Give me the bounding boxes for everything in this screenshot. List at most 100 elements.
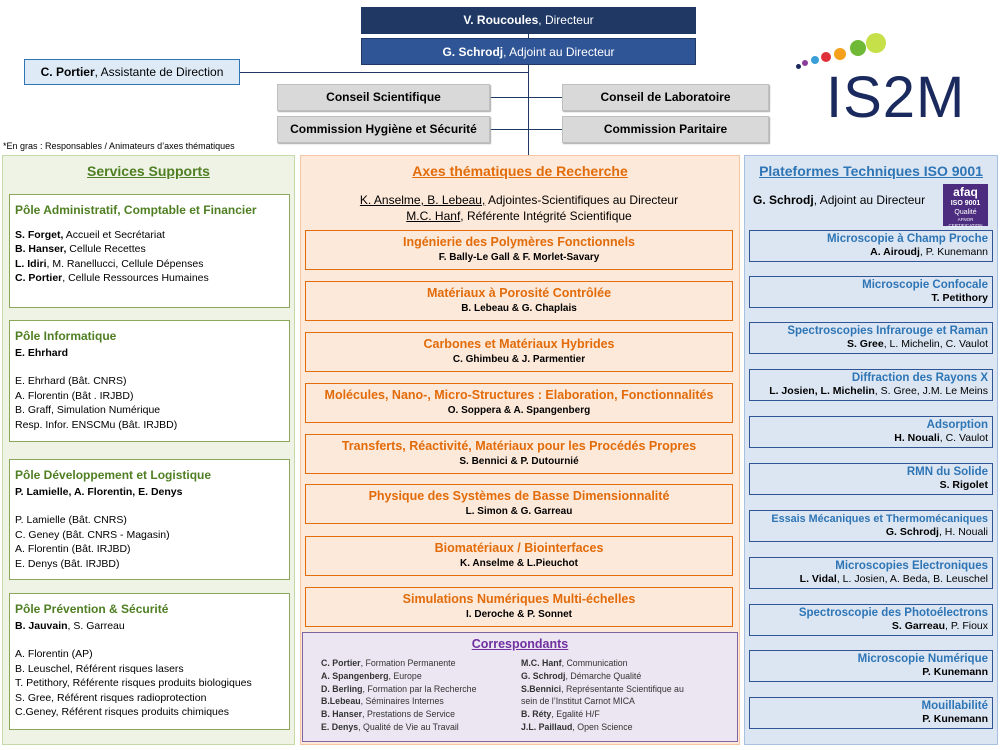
platform-box: Microscopies Electroniques L. Vidal, L. … <box>749 557 993 589</box>
logo-dot <box>850 40 866 56</box>
platform-box: Mouillabilité P. Kunemann <box>749 697 993 729</box>
platform-title: Spectroscopies Infrarouge et Raman <box>787 325 988 337</box>
connector-councils-bottom <box>490 129 562 130</box>
correspondants-title: Correspondants <box>471 637 569 651</box>
council-scientific: Conseil Scientifique <box>277 84 490 111</box>
axe-names: S. Bennici & P. Dutournié <box>459 456 579 467</box>
platform-names: G. Schrodj, H. Nouali <box>885 526 988 538</box>
axe-box: Ingénierie des Polymères Fonctionnels F.… <box>305 230 733 270</box>
afaq-iso-badge: afaq ISO 9001 Qualité AFNOR CERTIFICATIO… <box>943 184 988 228</box>
platform-title: Spectroscopie des Photoélectrons <box>798 607 988 619</box>
pole-member: B. Hanser, Cellule Recettes <box>15 243 146 255</box>
axe-box: Molécules, Nano-, Micro-Structures : Ela… <box>305 383 733 423</box>
platform-title: Microscopie Confocale <box>862 279 988 291</box>
correspondant-item: J.L. Paillaud, Open Science <box>521 721 633 732</box>
platform-box: Microscopie à Champ Proche A. Airoudj, P… <box>749 230 993 262</box>
platform-box: Diffraction des Rayons X L. Josien, L. M… <box>749 369 993 401</box>
pole-member: A. Florentin (AP) <box>15 648 93 660</box>
axe-title: Physique des Systèmes de Basse Dimension… <box>368 489 670 503</box>
platform-names: P. Kunemann <box>922 713 988 725</box>
platform-names: L. Vidal, L. Josien, A. Beda, B. Leusche… <box>799 573 988 585</box>
services-supports-title: Services Supports <box>87 163 210 179</box>
platform-box: Adsorption H. Nouali, C. Vaulot <box>749 416 993 448</box>
platform-names: S. Garreau, P. Fioux <box>891 620 988 632</box>
logo-text: IS2M <box>826 65 966 130</box>
logo <box>790 28 980 128</box>
connector-vertical <box>528 34 529 156</box>
scientific-deputies: K. Anselme, B. Lebeau, Adjointes-Scienti… <box>359 193 679 223</box>
logo-dot <box>866 33 886 53</box>
pole-member: Resp. Infor. ENSCMu (Bât. IRJBD) <box>15 418 178 431</box>
director-role: , Directeur <box>538 13 594 27</box>
axe-names: C. Ghimbeu & J. Parmentier <box>452 354 586 365</box>
axes-title: Axes thématiques de Recherche <box>412 163 628 179</box>
platform-names: P. Kunemann <box>922 666 988 678</box>
axe-box: Matériaux à Porosité Contrôlée B. Lebeau… <box>305 281 733 321</box>
platform-title: Mouillabilité <box>921 700 988 712</box>
axe-title: Carbones et Matériaux Hybrides <box>423 337 615 351</box>
platform-names: A. Airoudj, P. Kunemann <box>870 246 988 258</box>
correspondants-box: Correspondants C. Portier, Formation Per… <box>302 632 738 742</box>
pole-title: Pôle Administratif, Comptable et Financi… <box>15 203 257 217</box>
pole-lead: P. Lamielle, A. Florentin, E. Denys <box>15 485 183 498</box>
axe-names: O. Soppera & A. Spangenberg <box>447 405 591 416</box>
axe-title: Molécules, Nano-, Micro-Structures : Ela… <box>324 388 714 402</box>
pole-member: S. Forget, Accueil et Secrétariat <box>15 228 165 241</box>
plateformes-title: Plateformes Techniques ISO 9001 <box>759 163 983 179</box>
platform-box: Microscopie Confocale T. Petithory <box>749 276 993 308</box>
pole-member: A. Florentin (Bât . IRJBD) <box>15 389 134 402</box>
platform-names: L. Josien, L. Michelin, S. Gree, J.M. Le… <box>769 385 988 397</box>
pole-member: T. Petithory, Référente risques produits… <box>15 677 252 689</box>
platform-names: S. Rigolet <box>939 479 988 491</box>
axe-box: Simulations Numériques Multi-échelles I.… <box>305 587 733 627</box>
platform-title: Microscopies Electroniques <box>835 560 988 572</box>
platform-title: Microscopie Numérique <box>857 653 988 665</box>
director-name: V. Roucoules <box>463 13 539 27</box>
correspondants-left: C. Portier, Formation Permanente A. Span… <box>321 657 476 734</box>
deputy-director-box: G. Schrodj, Adjoint au Directeur <box>361 38 696 65</box>
pole-member: B. Leuschel, Référent risques lasers <box>15 662 184 675</box>
correspondant-item: S.Bennici, Représentante Scientifique au <box>521 683 684 694</box>
logo-dot <box>802 60 808 66</box>
pole-member: A. Florentin (Bât. IRJBD) <box>15 543 131 555</box>
platform-box: Spectroscopie des Photoélectrons S. Garr… <box>749 604 993 636</box>
assistant-role: , Assistante de Direction <box>94 65 224 79</box>
pole-title: Pôle Informatique <box>15 329 117 343</box>
pole-member: E. Denys (Bât. IRJBD) <box>15 557 120 570</box>
pole-prevention-securite: Pôle Prévention & Sécurité B. Jauvain, S… <box>9 593 290 730</box>
axe-title: Simulations Numériques Multi-échelles <box>402 592 636 606</box>
platform-title: RMN du Solide <box>906 466 988 478</box>
correspondant-item: D. Berling, Formation par la Recherche <box>321 683 477 694</box>
pole-title: Pôle Prévention & Sécurité <box>15 602 169 616</box>
adjoints-names: K. Anselme, B. Lebeau, <box>359 193 486 207</box>
axe-title: Transferts, Réactivité, Matériaux pour l… <box>341 439 697 453</box>
correspondant-item: B.Lebeau, Séminaires Internes <box>321 696 444 707</box>
platform-box: Essais Mécaniques et Thermomécaniques G.… <box>749 510 993 542</box>
correspondants-right: M.C. Hanf, Communication G. Schrodj, Dém… <box>521 657 684 734</box>
pole-member: P. Lamielle (Bât. CNRS) <box>15 514 127 526</box>
logo-dot <box>821 52 831 62</box>
platform-title: Essais Mécaniques et Thermomécaniques <box>771 513 988 525</box>
pole-member: E. Ehrhard (Bât. CNRS) <box>15 375 127 387</box>
pole-member: C. Portier, Cellule Ressources Humaines <box>15 272 209 284</box>
connector-assistant <box>240 72 528 73</box>
axe-title: Matériaux à Porosité Contrôlée <box>426 286 612 300</box>
platform-names: H. Nouali, C. Vaulot <box>894 432 988 444</box>
logo-dot <box>834 48 846 60</box>
axe-names: B. Lebeau & G. Chaplais <box>461 303 577 314</box>
axe-names: I. Deroche & P. Sonnet <box>466 609 572 620</box>
axe-names: L. Simon & G. Garreau <box>465 506 573 517</box>
axe-box: Biomatériaux / Biointerfaces K. Anselme … <box>305 536 733 576</box>
platform-title: Adsorption <box>926 419 988 431</box>
integrity-name: M.C. Hanf <box>406 209 461 223</box>
pole-lead: B. Jauvain, S. Garreau <box>15 619 125 632</box>
plateformes-deputy: G. Schrodj, Adjoint au Directeur <box>753 193 926 207</box>
correspondant-item: G. Schrodj, Démarche Qualité <box>521 670 642 681</box>
correspondant-item: B. Réty, Egalité H/F <box>521 709 600 720</box>
assistant-box: C. Portier, Assistante de Direction <box>24 59 240 85</box>
director-box: V. Roucoules, Directeur <box>361 7 696 34</box>
logo-dot <box>811 56 819 64</box>
correspondant-item: A. Spangenberg, Europe <box>321 670 422 681</box>
pole-lead: E. Ehrhard <box>15 346 69 359</box>
commission-parity: Commission Paritaire <box>562 116 769 143</box>
